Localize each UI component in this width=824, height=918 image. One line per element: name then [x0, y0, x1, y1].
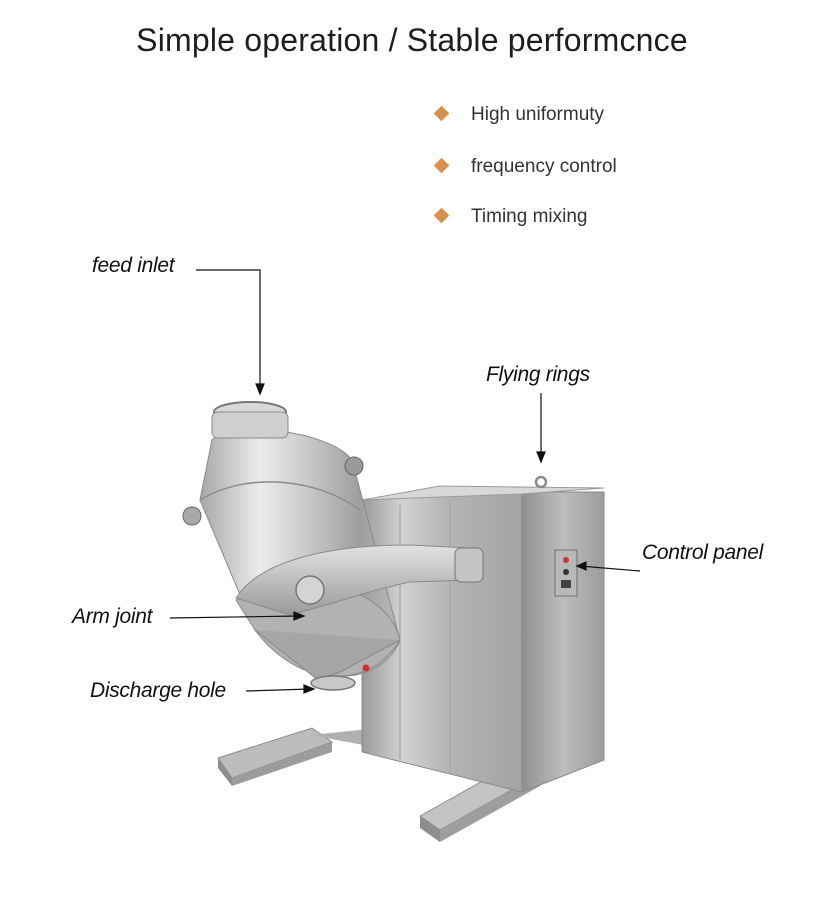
feature-item-frequency: frequency control: [430, 152, 617, 182]
feature-item-uniformity: High uniformuty: [430, 100, 604, 130]
callout-feed-inlet: feed inlet: [92, 254, 175, 277]
callout-flying-rings: Flying rings: [486, 363, 590, 386]
arm-joint-hub: [295, 575, 325, 605]
feature-label: High uniformuty: [471, 104, 605, 125]
drive-arm: [235, 544, 484, 616]
page-title: Simple operation / Stable performcnce: [136, 22, 688, 58]
mixing-drum: [182, 401, 401, 691]
callout-leaders: [169, 269, 641, 694]
callout-arm-joint: Arm joint: [72, 605, 153, 628]
feature-label: Timing mixing: [471, 206, 588, 227]
flying-ring-icon: [534, 475, 548, 489]
feature-label: frequency control: [471, 156, 617, 177]
discharge-valve: [310, 675, 356, 691]
callout-control-panel: Control panel: [642, 541, 764, 564]
callout-discharge-hole: Discharge hole: [90, 679, 226, 702]
feature-item-timing: Timing mixing: [430, 202, 588, 232]
